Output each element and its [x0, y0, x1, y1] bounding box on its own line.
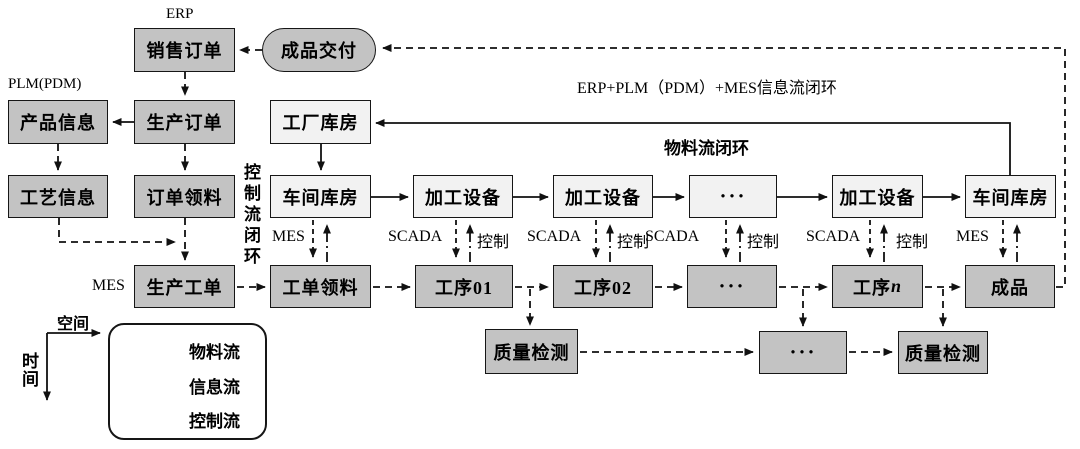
- legend-info-flow-label: 信息流: [189, 378, 240, 397]
- quality-inspection-2-box: 质量检测: [898, 331, 988, 374]
- mes-pair-label-2: MES: [956, 228, 989, 245]
- equipment-1-box: 加工设备: [413, 175, 513, 218]
- equipment-2-box: 加工设备: [553, 175, 653, 218]
- quality-inspection-1-box: 质量检测: [485, 329, 578, 374]
- legend-material-flow-label: 物料流: [189, 343, 240, 362]
- control-loop-caption: 控制流闭环: [241, 163, 260, 268]
- quality-ellipsis-box: ···: [759, 331, 847, 374]
- control-label-3: 控制: [747, 234, 780, 251]
- arrow-processinfo-join: [58, 218, 176, 246]
- product-info-box: 产品信息: [8, 100, 108, 144]
- process-info-box: 工艺信息: [8, 175, 108, 218]
- production-work-order-box: 生产工单: [134, 265, 235, 308]
- process-n-variable: n: [890, 276, 902, 296]
- info-loop-return: [382, 44, 1066, 288]
- process-01-box: 工序01: [415, 265, 513, 308]
- control-label-4: 控制: [896, 234, 929, 251]
- equipment-ellipsis-box: ···: [689, 175, 777, 218]
- scada-label-1: SCADA: [388, 228, 443, 245]
- mes-pair-label-1: MES: [272, 228, 305, 245]
- equipment-3-box: 加工设备: [832, 175, 923, 218]
- material-loop-caption: 物料流闭环: [664, 139, 749, 158]
- time-axis-label: 时间: [19, 352, 38, 388]
- sales-order-box: 销售订单: [134, 28, 235, 72]
- scada-label-2: SCADA: [527, 228, 582, 245]
- order-picking-box: 订单领料: [134, 175, 235, 218]
- erp-system-label: ERP: [166, 6, 194, 22]
- plm-system-label: PLM(PDM): [8, 76, 82, 92]
- product-delivery-node: 成品交付: [262, 28, 376, 72]
- work-order-picking-box: 工单领料: [270, 265, 371, 308]
- factory-warehouse-box: 工厂库房: [270, 100, 371, 144]
- control-label-1: 控制: [477, 234, 510, 251]
- control-label-2: 控制: [617, 234, 650, 251]
- scada-label-3: SCADA: [645, 228, 700, 245]
- scada-report-arrows: [309, 220, 1007, 258]
- process-ellipsis-box: ···: [687, 265, 777, 308]
- info-loop-caption: ERP+PLM（PDM）+MES信息流闭环: [577, 80, 837, 97]
- mes-system-label: MES: [92, 277, 125, 294]
- process-n-label: 工序: [852, 277, 891, 298]
- legend-box: [108, 323, 267, 440]
- process-02-box: 工序02: [553, 265, 653, 308]
- space-axis-label: 空间: [57, 316, 90, 333]
- workshop-warehouse-left-box: 车间库房: [270, 175, 371, 218]
- production-order-box: 生产订单: [134, 100, 235, 144]
- legend-control-flow-label: 控制流: [189, 412, 240, 431]
- material-loop-return: [375, 119, 1011, 175]
- workshop-warehouse-right-box: 车间库房: [965, 175, 1056, 218]
- finished-product-box: 成品: [965, 265, 1055, 308]
- scada-label-4: SCADA: [806, 228, 861, 245]
